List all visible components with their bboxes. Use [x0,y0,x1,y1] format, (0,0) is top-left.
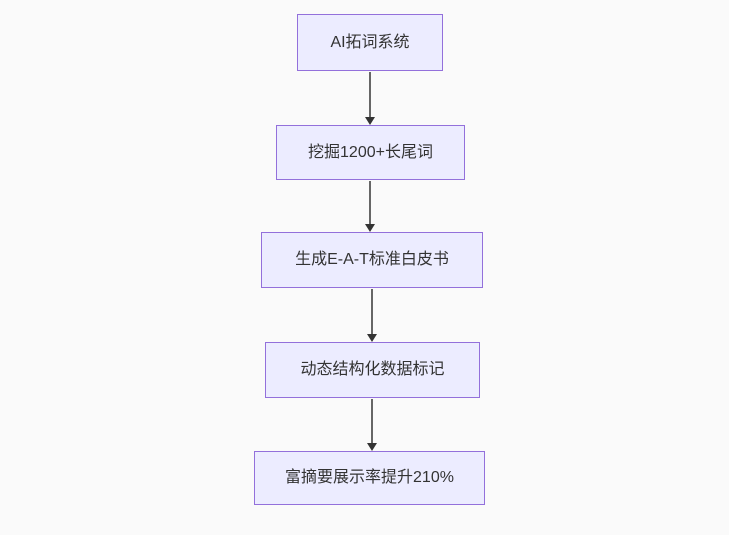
arrow-line [371,399,373,443]
arrow-b-to-c [364,181,376,232]
node-eat-standard-whitepaper: 生成E-A-T标准白皮书 [261,232,483,288]
arrow-a-to-b [364,72,376,125]
node-dynamic-structured-data-markup: 动态结构化数据标记 [265,342,480,398]
arrow-c-to-d [366,289,378,342]
arrow-line [371,289,373,334]
arrow-down-icon [365,224,375,232]
arrow-d-to-e [366,399,378,451]
arrow-line [369,181,371,224]
node-longtail-keyword-mining: 挖掘1200+长尾词 [276,125,465,180]
arrow-down-icon [365,117,375,125]
arrow-down-icon [367,334,377,342]
arrow-down-icon [367,443,377,451]
node-rich-snippet-rate-increase: 富摘要展示率提升210% [254,451,485,505]
node-ai-word-expansion-system: AI拓词系统 [297,14,443,71]
arrow-line [369,72,371,117]
